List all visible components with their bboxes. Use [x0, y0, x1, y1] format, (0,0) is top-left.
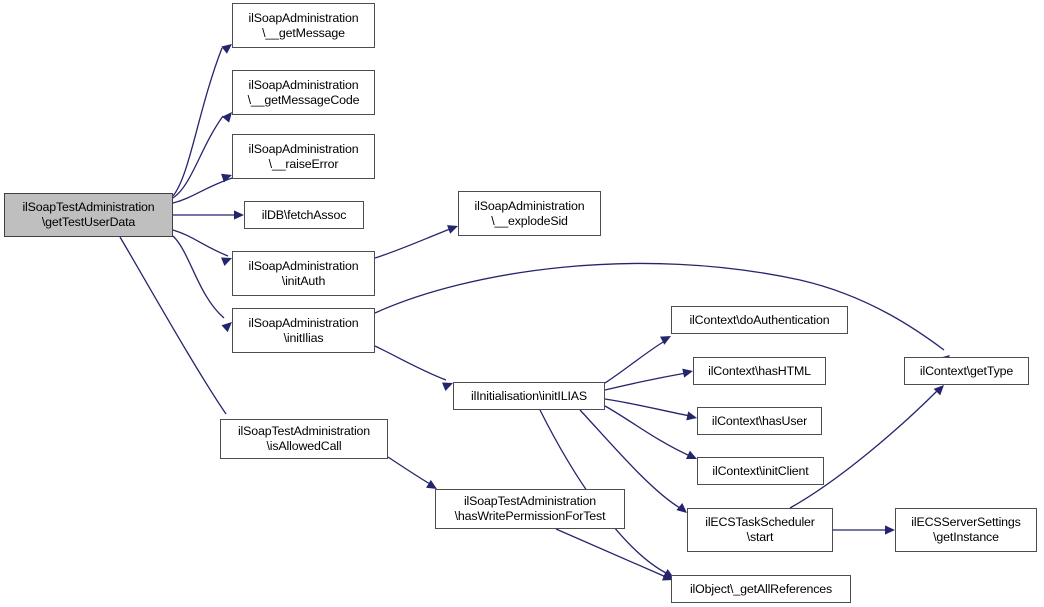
graph-node-label: ilContext\getType: [919, 363, 1014, 378]
graph-node-init_client[interactable]: ilContext\initClient: [697, 457, 824, 485]
graph-node-explode_sid[interactable]: ilSoapAdministration \__explodeSid: [458, 191, 601, 236]
graph-node-has_html[interactable]: ilContext\hasHTML: [693, 357, 826, 385]
call-edge: [172, 177, 233, 204]
call-edge-arrowhead: [885, 525, 895, 535]
call-edge: [374, 262, 945, 351]
graph-node-task_scheduler_start[interactable]: ilECSTaskScheduler \start: [687, 508, 833, 552]
call-edge: [604, 405, 691, 457]
graph-node-label: ilSoapAdministration \initIlias: [248, 315, 359, 345]
graph-node-has_user[interactable]: ilContext\hasUser: [697, 407, 822, 435]
call-edge: [604, 398, 691, 417]
call-edge: [387, 456, 431, 485]
call-edge: [374, 345, 447, 381]
graph-node-label: ilContext\doAuthentication: [689, 312, 830, 327]
graph-node-init_ilias[interactable]: ilSoapAdministration \initIlias: [232, 308, 375, 353]
call-edge: [555, 528, 667, 578]
graph-node-label: ilInitialisation\initILIAS: [471, 388, 587, 403]
graph-node-root[interactable]: ilSoapTestAdministration \getTestUserDat…: [4, 193, 173, 237]
call-edge: [172, 47, 223, 197]
graph-node-label: ilECSServerSettings \getInstance: [911, 515, 1021, 544]
graph-node-is_allowed_call[interactable]: ilSoapTestAdministration \isAllowedCall: [220, 419, 388, 459]
graph-node-init_ilias_static[interactable]: ilInitialisation\initILIAS: [453, 382, 605, 410]
call-edge: [374, 228, 451, 259]
graph-node-label: ilECSTaskScheduler \start: [705, 515, 815, 544]
graph-node-init_auth[interactable]: ilSoapAdministration \initAuth: [232, 251, 375, 296]
graph-node-label: ilSoapTestAdministration \isAllowedCall: [237, 424, 371, 453]
graph-node-label: ilSoapAdministration \__raiseError: [248, 141, 359, 171]
graph-node-label: ilSoapAdministration \__explodeSid: [474, 198, 585, 228]
graph-node-raise_error[interactable]: ilSoapAdministration \__raiseError: [232, 134, 375, 179]
call-edge: [604, 338, 669, 384]
graph-node-fetch_assoc[interactable]: ilDB\fetchAssoc: [244, 201, 364, 229]
graph-node-do_authentication[interactable]: ilContext\doAuthentication: [671, 306, 848, 334]
graph-node-has_write_permission[interactable]: ilSoapTestAdministration \hasWritePermis…: [435, 489, 625, 529]
call-edge-arrowhead: [234, 210, 244, 220]
graph-node-label: ilContext\initClient: [712, 463, 809, 478]
graph-node-label: ilSoapTestAdministration \getTestUserDat…: [22, 200, 155, 229]
graph-node-label: ilContext\hasHTML: [708, 363, 811, 378]
graph-node-label: ilSoapAdministration \__getMessageCode: [247, 77, 360, 107]
call-edge: [172, 235, 225, 319]
graph-node-label: ilSoapAdministration \__getMessage: [248, 10, 359, 40]
call-edge: [172, 229, 229, 257]
graph-node-label: ilObject\_getAllReferences: [689, 581, 833, 596]
call-edge: [119, 236, 227, 415]
graph-node-label: ilDB\fetchAssoc: [261, 207, 347, 222]
call-edge: [172, 115, 224, 199]
graph-node-server_settings_get_instance[interactable]: ilECSServerSettings \getInstance: [895, 508, 1037, 552]
call-edge: [604, 372, 687, 391]
graph-node-label: ilSoapAdministration \initAuth: [248, 258, 359, 288]
graph-node-label: ilSoapTestAdministration \hasWritePermis…: [454, 494, 606, 523]
graph-node-get_message[interactable]: ilSoapAdministration \__getMessage: [232, 3, 375, 48]
graph-node-get_message_code[interactable]: ilSoapAdministration \__getMessageCode: [232, 70, 375, 115]
graph-node-get_all_references[interactable]: ilObject\_getAllReferences: [671, 575, 851, 603]
graph-node-get_type[interactable]: ilContext\getType: [904, 357, 1029, 385]
graph-node-label: ilContext\hasUser: [711, 413, 808, 428]
